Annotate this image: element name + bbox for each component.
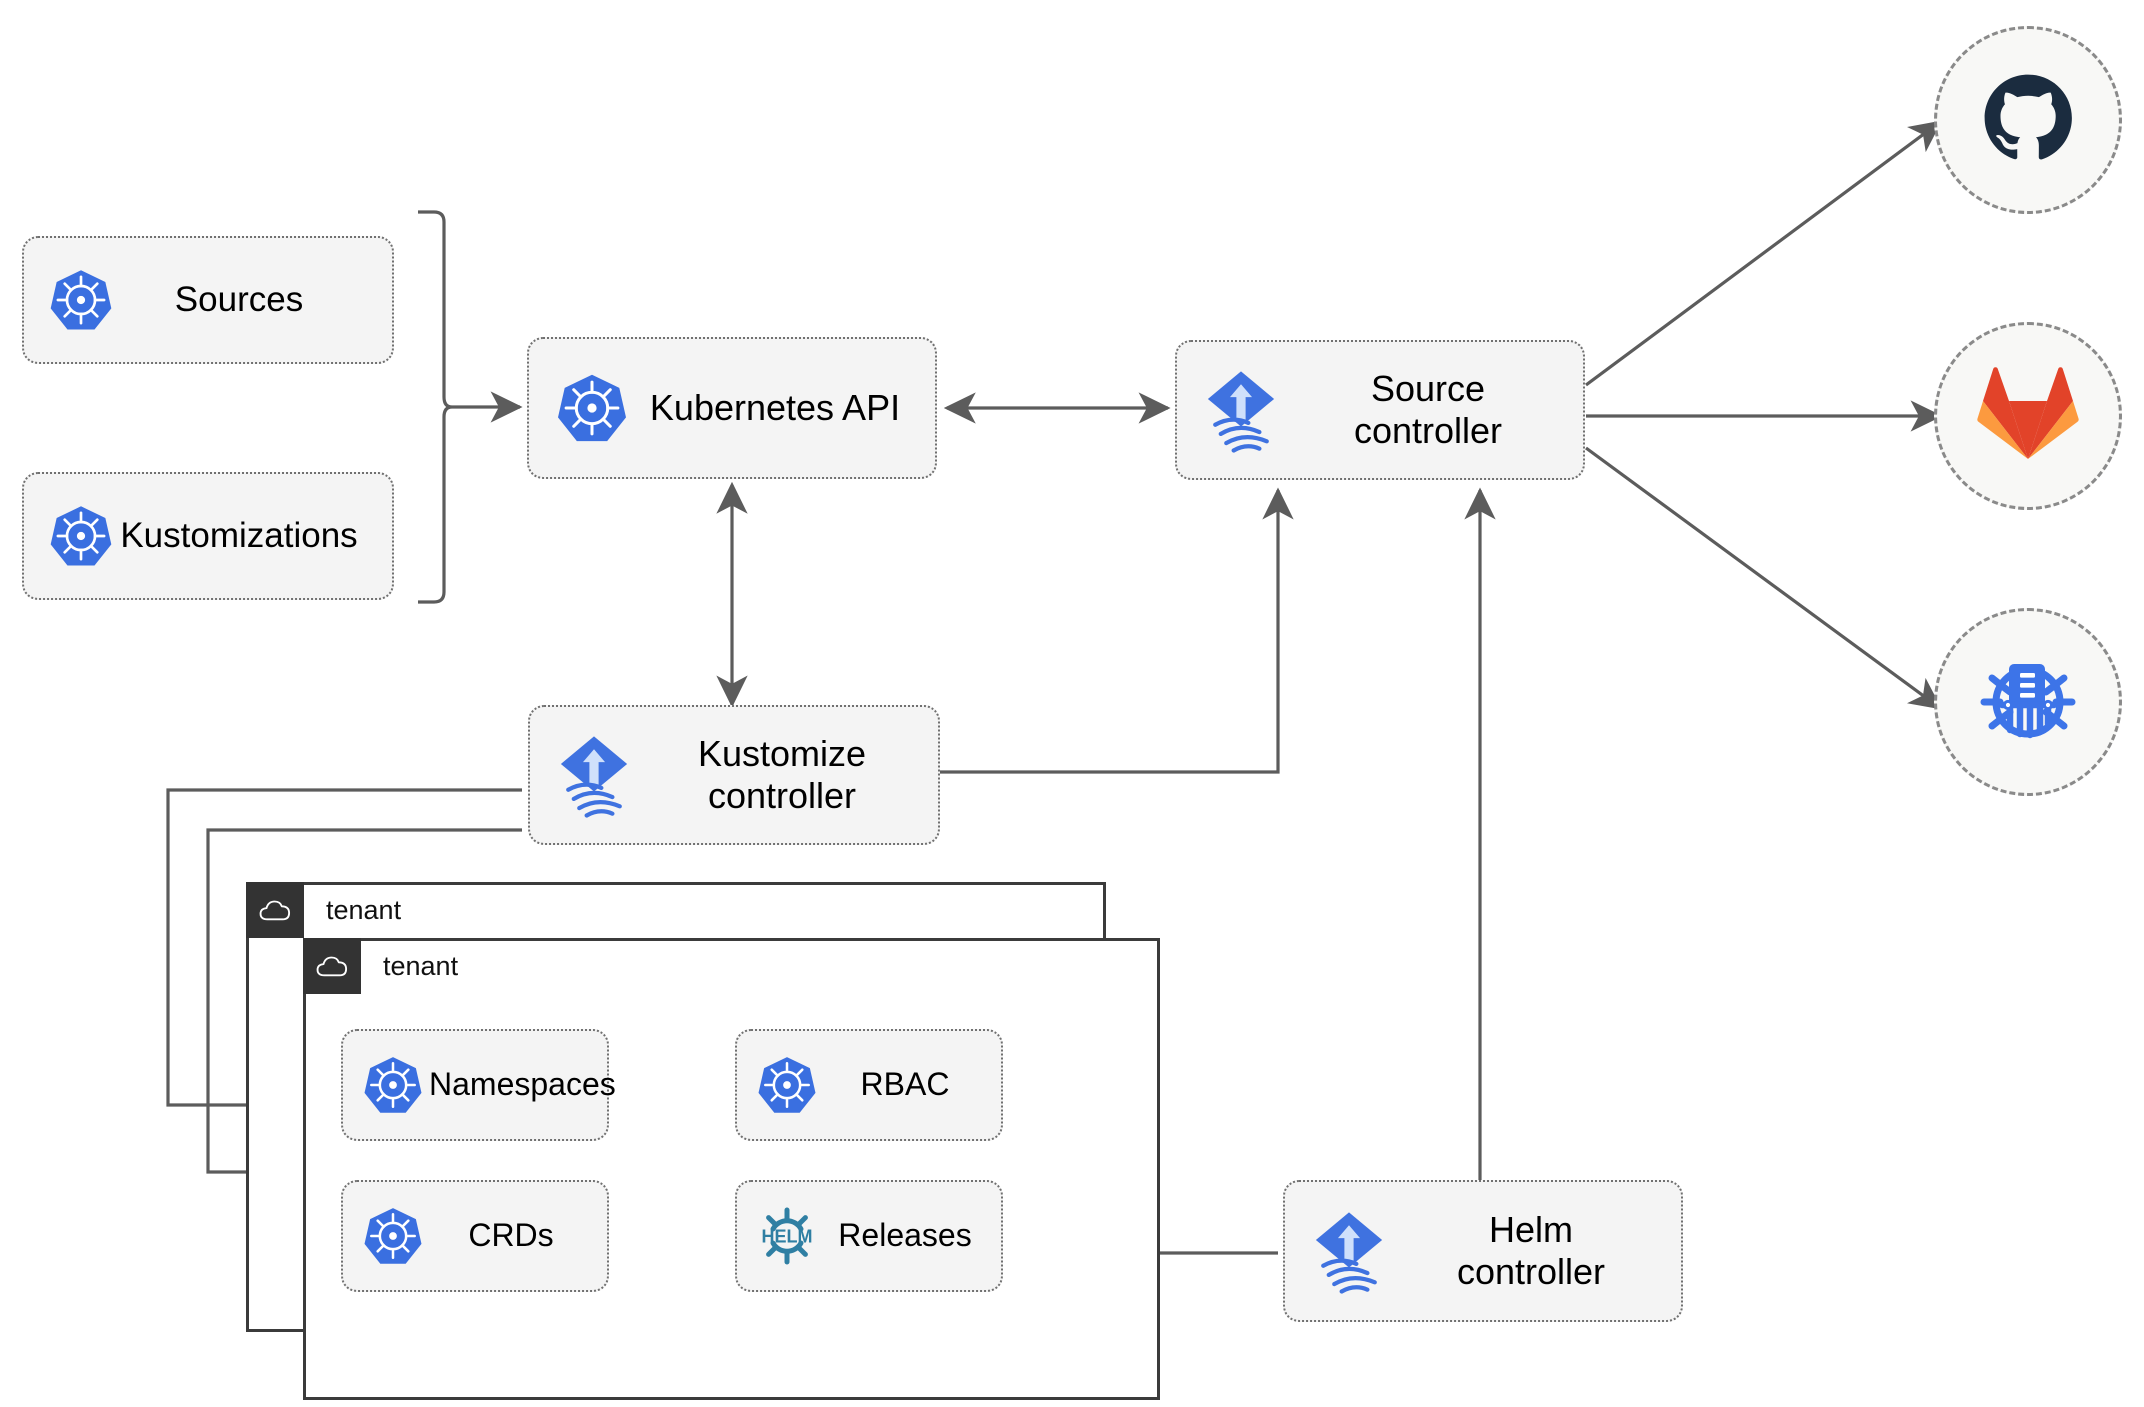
tenant-chip-rbac[interactable]: RBAC bbox=[735, 1029, 1003, 1141]
provider-github[interactable] bbox=[1934, 26, 2122, 214]
resource-chip-label: Sources bbox=[174, 280, 304, 320]
resource-bracket bbox=[418, 210, 453, 604]
tenant-titlebar: tenant bbox=[303, 938, 458, 994]
kustomize-controller-node[interactable]: Kustomize controller bbox=[528, 705, 940, 845]
tenant-chip-label: Namespaces bbox=[429, 1066, 616, 1103]
flux-icon bbox=[1301, 1205, 1397, 1297]
bucket-icon bbox=[1976, 648, 2080, 757]
tenant-label: tenant bbox=[326, 894, 402, 925]
tenant-label: tenant bbox=[383, 950, 459, 981]
cloud-icon bbox=[246, 882, 304, 938]
flux-icon bbox=[1193, 364, 1289, 456]
tenant-chip-label: Releases bbox=[838, 1217, 972, 1254]
kubernetes-icon bbox=[42, 503, 120, 569]
tenant-titlebar: tenant bbox=[246, 882, 401, 938]
kubernetes-icon bbox=[357, 1054, 429, 1116]
tenant-chip-label: RBAC bbox=[860, 1066, 950, 1103]
source-to-github-link bbox=[1585, 120, 1943, 387]
kustomize-controller-label: Kustomize controller bbox=[697, 732, 867, 816]
tenant-chip-crds[interactable]: CRDs bbox=[341, 1180, 609, 1292]
tenant-chip-label: CRDs bbox=[468, 1217, 554, 1254]
cloud-icon bbox=[303, 938, 361, 994]
kubernetes-icon bbox=[549, 371, 635, 445]
tenant-chip-namespaces[interactable]: Namespaces bbox=[341, 1029, 616, 1141]
helm-controller-node[interactable]: Helm controller bbox=[1283, 1180, 1683, 1322]
provider-gitlab[interactable] bbox=[1934, 322, 2122, 510]
gitlab-icon bbox=[1976, 364, 2080, 469]
source-controller-node[interactable]: Source controller bbox=[1175, 340, 1585, 480]
tenant-window-inner[interactable]: tenant bbox=[303, 938, 1160, 1400]
tenant-chip-releases[interactable]: HELM Releases bbox=[735, 1180, 1003, 1292]
helm-controller-label: Helm controller bbox=[1456, 1208, 1606, 1292]
kubernetes-icon bbox=[42, 267, 120, 333]
resource-chip-label: Kustomizations bbox=[120, 516, 358, 556]
resource-chip-kustomizations[interactable]: Kustomizations bbox=[22, 472, 394, 600]
source-to-bucket-link bbox=[1585, 446, 1943, 710]
resource-chip-sources[interactable]: Sources bbox=[22, 236, 394, 364]
kubernetes-icon bbox=[357, 1205, 429, 1267]
helm-icon: HELM bbox=[751, 1204, 823, 1268]
kubernetes-icon bbox=[751, 1054, 823, 1116]
source-controller-label: Source controller bbox=[1353, 367, 1503, 451]
github-icon bbox=[1978, 68, 2078, 173]
svg-text:HELM: HELM bbox=[762, 1227, 813, 1247]
flux-icon bbox=[546, 729, 642, 821]
kubernetes-api-node[interactable]: Kubernetes API bbox=[527, 337, 937, 479]
kustomize-to-source-link bbox=[940, 487, 1294, 774]
provider-bucket[interactable] bbox=[1934, 608, 2122, 796]
kubernetes-api-label: Kubernetes API bbox=[649, 386, 901, 428]
